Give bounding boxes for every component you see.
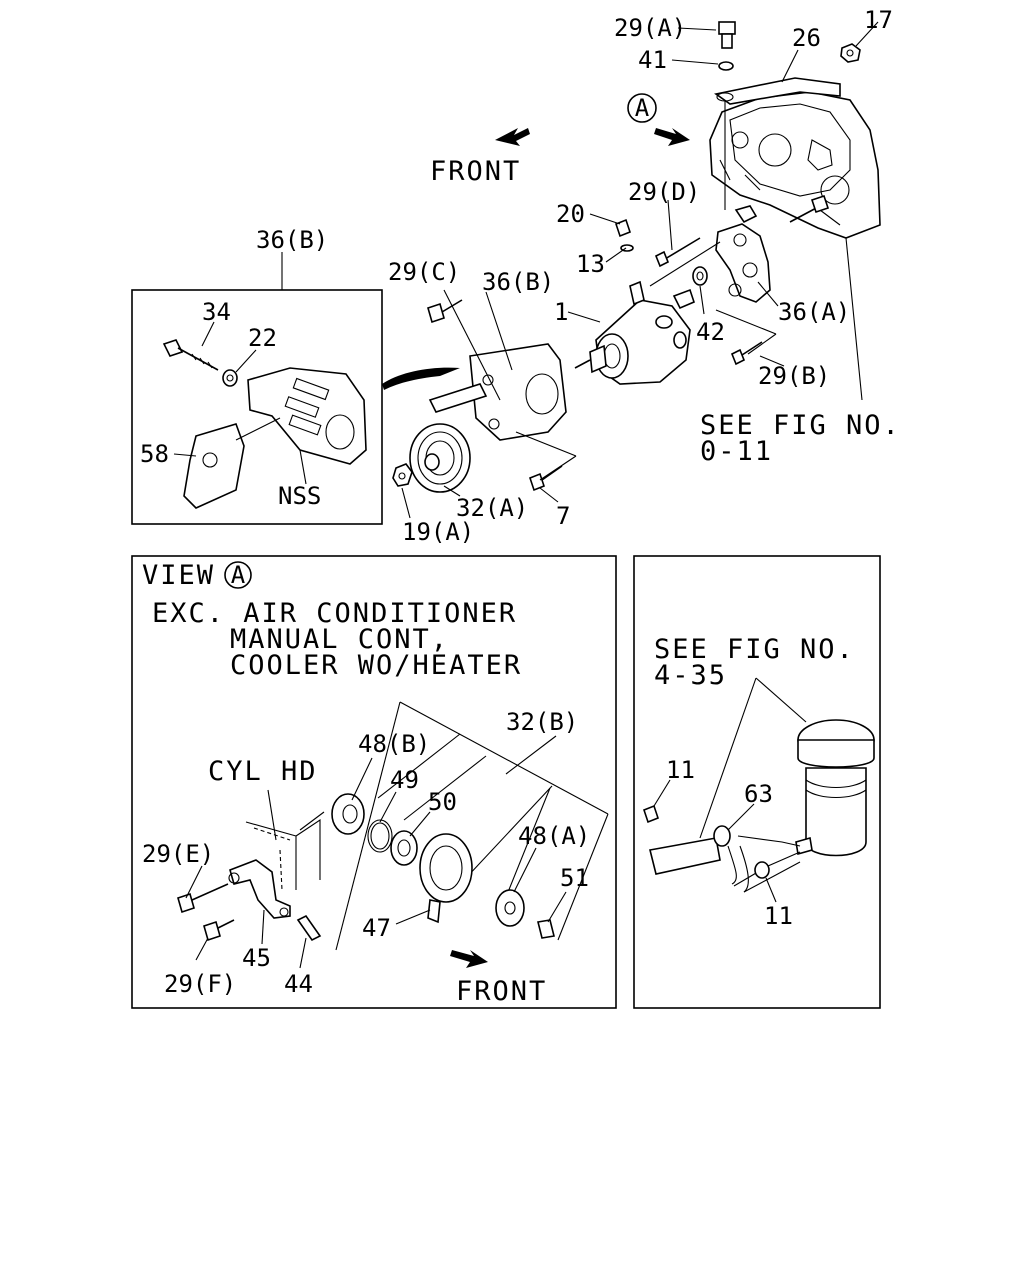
reservoir-box [633,555,881,1009]
callout-front2: FRONT [456,976,547,1007]
callout-cylhd: CYL HD [208,756,318,787]
callout-32a: 32(A) [456,494,528,522]
callout-47: 47 [362,914,391,942]
view-title: VIEW [142,560,215,591]
washer-42 [692,266,708,286]
stud-engine [789,194,830,223]
bracket-26 [714,77,841,210]
bracket-36b-mid [428,343,567,441]
callout-50: 50 [428,788,457,816]
callout-29c: 29(C) [388,258,460,286]
view-a-text: VIEW A EXC. AIR CONDITIONER MANUAL CONT,… [142,560,590,1007]
callout-32b: 32(B) [506,708,578,736]
callout-49: 49 [390,766,419,794]
callout-63: 63 [744,780,773,808]
condition-line-2: MANUAL CONT, [230,624,449,655]
engine-block-outline [709,91,881,239]
callout-29d: 29(D) [628,178,700,206]
callout-7: 7 [556,502,570,530]
callout-26: 26 [792,24,821,52]
callout-29e: 29(E) [142,840,214,868]
callout-11b: 11 [764,902,793,930]
callout-29a: 29(A) [614,14,686,42]
power-steering-pump-1 [574,280,695,385]
callouts-main: 29(A) 41 26 17 FRONT 29(D) 20 13 36(B) 2… [140,6,901,546]
callout-1: 1 [554,298,568,326]
callout-45: 45 [242,944,271,972]
bolt-29c [427,299,463,324]
callout-11a: 11 [666,756,695,784]
callout-42: 42 [696,318,725,346]
leader-lines-top [401,21,879,519]
pulley-32a [409,423,471,493]
bolt-7 [529,465,563,492]
callout-41: 41 [638,46,667,74]
callout-29b: 29(B) [758,362,830,390]
callout-36a: 36(A) [778,298,850,326]
stud-29d [654,237,701,268]
callout-17: 17 [864,6,893,34]
fitting-20 [615,218,631,238]
callout-36b-top: 36(B) [256,226,328,254]
reservoir-see-fig-number: 4-35 [654,660,727,691]
nut-19a [392,463,413,487]
reservoir-text: SEE FIG NO. 4-35 11 63 11 [654,634,855,930]
callout-48b: 48(B) [358,730,430,758]
see-fig-number: 0-11 [700,436,773,467]
bracket-36a [715,205,771,303]
callout-19a: 19(A) [402,518,474,546]
svg-text:A: A [635,94,650,122]
callout-front: FRONT [430,156,521,187]
callout-29f: 29(F) [164,970,236,998]
view-a-box [131,555,617,1009]
pointer-arrow-icon [382,367,460,390]
callout-58: 58 [140,440,169,468]
callout-51: 51 [560,864,589,892]
bolt-29b [730,341,763,366]
inset-box-36b [131,252,383,525]
nut-17 [840,43,861,63]
callout-22: 22 [248,324,277,352]
condition-line-1: EXC. AIR CONDITIONER [152,598,517,629]
callout-nss: NSS [278,482,321,510]
callout-34: 34 [202,298,231,326]
see-fig-label: SEE FIG NO. [700,410,901,441]
reservoir-see-fig: SEE FIG NO. [654,634,855,665]
view-a-marker: A [627,93,690,146]
front-arrow-icon [495,128,530,146]
front-arrow-2-icon [450,950,488,968]
bolt-29a [718,21,736,71]
condition-line-3: COOLER WO/HEATER [230,650,522,681]
callout-48a: 48(A) [518,822,590,850]
callout-44: 44 [284,970,313,998]
callout-20: 20 [556,200,585,228]
callout-36b-mid: 36(B) [482,268,554,296]
view-circle-letter: A [231,561,246,589]
callout-13: 13 [576,250,605,278]
